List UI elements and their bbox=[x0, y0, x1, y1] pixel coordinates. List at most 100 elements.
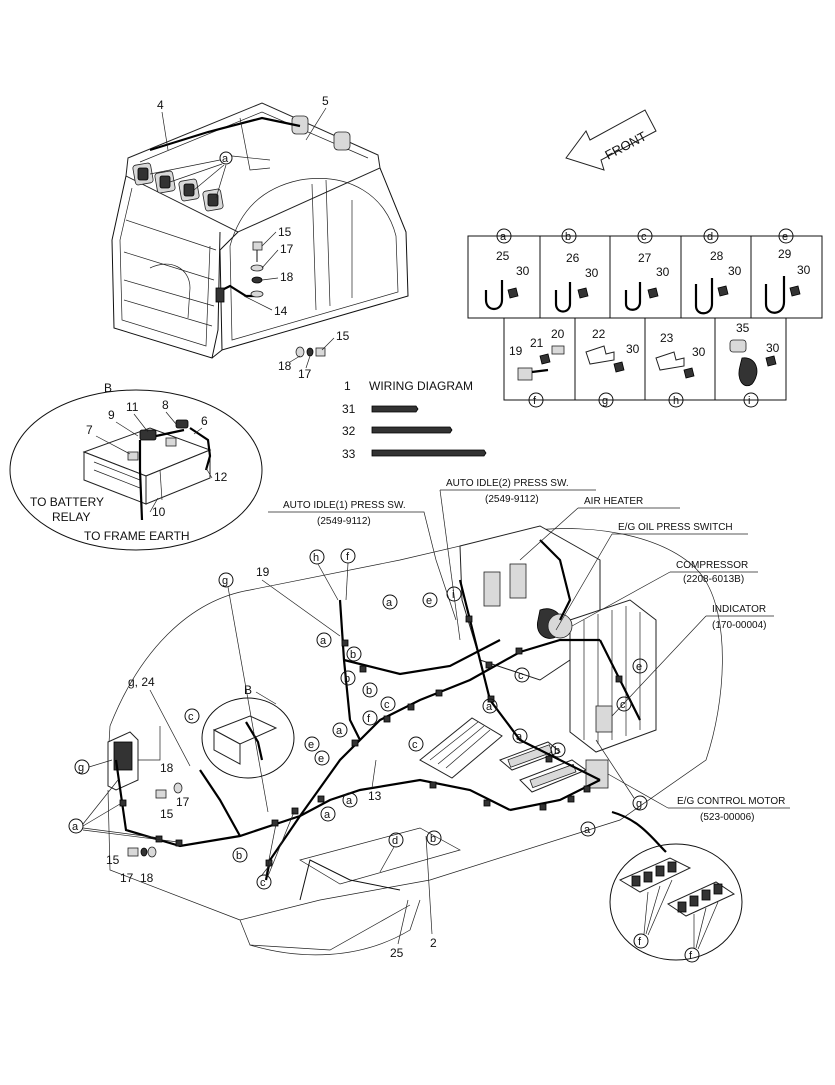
svg-text:c: c bbox=[384, 699, 390, 711]
svg-text:30: 30 bbox=[516, 264, 530, 278]
svg-text:g: g bbox=[222, 575, 228, 587]
svg-text:e: e bbox=[636, 661, 642, 673]
callout-b-detail: B bbox=[244, 683, 252, 697]
svg-text:a: a bbox=[222, 153, 229, 165]
nut-icon bbox=[647, 287, 659, 299]
auto-idle-2-part-number: (2549-9112) bbox=[485, 494, 539, 505]
nut-icon bbox=[613, 361, 625, 373]
nut-icon bbox=[577, 287, 589, 299]
svg-text:30: 30 bbox=[626, 342, 640, 356]
p-clamp-icon bbox=[694, 278, 714, 315]
svg-text:d: d bbox=[707, 231, 713, 243]
svg-text:a: a bbox=[336, 725, 343, 737]
callout-18a: 18 bbox=[280, 270, 294, 284]
nut-icon bbox=[683, 367, 695, 379]
p-clamp-icon bbox=[554, 282, 572, 313]
clip-icon bbox=[655, 351, 685, 371]
svg-text:a: a bbox=[486, 701, 493, 713]
eg-control-motor-part-number: (523-00006) bbox=[700, 812, 754, 823]
front-arrow-icon: FRONT bbox=[565, 109, 657, 171]
to-frame-earth-label: TO FRAME EARTH bbox=[84, 529, 190, 543]
callout-15b: 15 bbox=[336, 329, 350, 343]
svg-text:30: 30 bbox=[585, 266, 599, 280]
svg-text:e: e bbox=[426, 595, 432, 607]
svg-text:e: e bbox=[308, 739, 314, 751]
callout-6: 6 bbox=[201, 414, 208, 428]
svg-text:f: f bbox=[689, 950, 693, 962]
svg-text:19: 19 bbox=[509, 344, 523, 358]
callout-7: 7 bbox=[86, 423, 93, 437]
cable-tie-medium-icon bbox=[371, 426, 453, 434]
svg-text:a: a bbox=[320, 635, 327, 647]
svg-text:26: 26 bbox=[566, 251, 580, 265]
indicator-label: INDICATOR bbox=[712, 604, 766, 615]
svg-text:23: 23 bbox=[660, 331, 674, 345]
auto-idle-2-label: AUTO IDLE(2) PRESS SW. bbox=[446, 478, 569, 489]
svg-text:f: f bbox=[533, 395, 537, 407]
table-cell-f: f 19 21 20 bbox=[509, 327, 565, 408]
callout-17c: 17 bbox=[176, 795, 190, 809]
callout-17a: 17 bbox=[280, 242, 294, 256]
svg-text:c: c bbox=[260, 877, 266, 889]
bolt-icon bbox=[551, 345, 565, 355]
air-heater-label: AIR HEATER bbox=[584, 496, 643, 507]
svg-text:e: e bbox=[782, 231, 788, 243]
svg-text:f: f bbox=[346, 551, 350, 563]
svg-text:i: i bbox=[748, 395, 750, 407]
to-battery-relay-label-1: TO BATTERY bbox=[30, 495, 104, 509]
table-cell-c: c 27 30 bbox=[624, 228, 670, 311]
auto-idle-1-label: AUTO IDLE(1) PRESS SW. bbox=[283, 500, 406, 511]
svg-text:d: d bbox=[392, 835, 398, 847]
callout-19: 19 bbox=[256, 565, 270, 579]
compressor-part-number: (2208-6013B) bbox=[683, 574, 744, 585]
svg-text:b: b bbox=[430, 833, 436, 845]
cab-assembly bbox=[111, 102, 409, 359]
table-cell-g: g 22 30 bbox=[585, 327, 640, 408]
letter-markers: g h f a a b b b c a f e e a a c g a b c … bbox=[68, 548, 648, 890]
svg-text:g: g bbox=[636, 798, 642, 810]
svg-text:e: e bbox=[318, 753, 324, 765]
table-cell-b: b 26 30 bbox=[554, 228, 599, 313]
nut-icon bbox=[507, 287, 519, 299]
svg-text:a: a bbox=[584, 824, 591, 836]
callout-11: 11 bbox=[126, 400, 139, 414]
svg-text:f: f bbox=[638, 936, 642, 948]
svg-text:a: a bbox=[324, 809, 331, 821]
svg-text:i: i bbox=[452, 589, 454, 601]
clip-icon bbox=[585, 345, 615, 365]
battery-detail-b: B bbox=[9, 381, 263, 551]
callout-18c: 18 bbox=[160, 761, 174, 775]
callout-25: 25 bbox=[390, 946, 404, 960]
callout-18b: 18 bbox=[278, 359, 292, 373]
svg-text:c: c bbox=[620, 699, 626, 711]
callout-1: 1 bbox=[344, 379, 351, 393]
svg-text:20: 20 bbox=[551, 327, 565, 341]
svg-text:b: b bbox=[236, 850, 242, 862]
eg-control-motor-label: E/G CONTROL MOTOR bbox=[677, 796, 785, 807]
svg-text:30: 30 bbox=[797, 263, 811, 277]
to-battery-relay-label-2: RELAY bbox=[52, 510, 90, 524]
eg-oil-press-switch-label: E/G OIL PRESS SWITCH bbox=[618, 522, 733, 533]
table-cell-d: d 28 30 bbox=[694, 228, 742, 315]
callout-18d: 18 bbox=[140, 871, 154, 885]
callout-4: 4 bbox=[157, 98, 164, 112]
svg-text:28: 28 bbox=[710, 249, 724, 263]
clamp-table: a 25 30 b 26 30 c 27 30 d 28 30 bbox=[467, 228, 823, 408]
callout-15d: 15 bbox=[106, 853, 120, 867]
svg-text:c: c bbox=[412, 739, 418, 751]
svg-text:g: g bbox=[78, 762, 84, 774]
svg-text:a: a bbox=[386, 597, 393, 609]
svg-text:a: a bbox=[500, 231, 507, 243]
svg-text:29: 29 bbox=[778, 247, 792, 261]
svg-text:b: b bbox=[344, 673, 350, 685]
table-cell-e: e 29 30 bbox=[764, 228, 811, 314]
svg-text:f: f bbox=[367, 713, 371, 725]
callout-13: 13 bbox=[368, 789, 382, 803]
cable-tie-large-icon bbox=[371, 449, 487, 457]
nut-icon bbox=[789, 285, 801, 297]
boot-icon bbox=[738, 357, 758, 387]
callout-g24: g, 24 bbox=[128, 675, 155, 689]
letter-marker-a bbox=[219, 151, 233, 165]
legend: 1 WIRING DIAGRAM 31 32 33 bbox=[342, 379, 487, 461]
